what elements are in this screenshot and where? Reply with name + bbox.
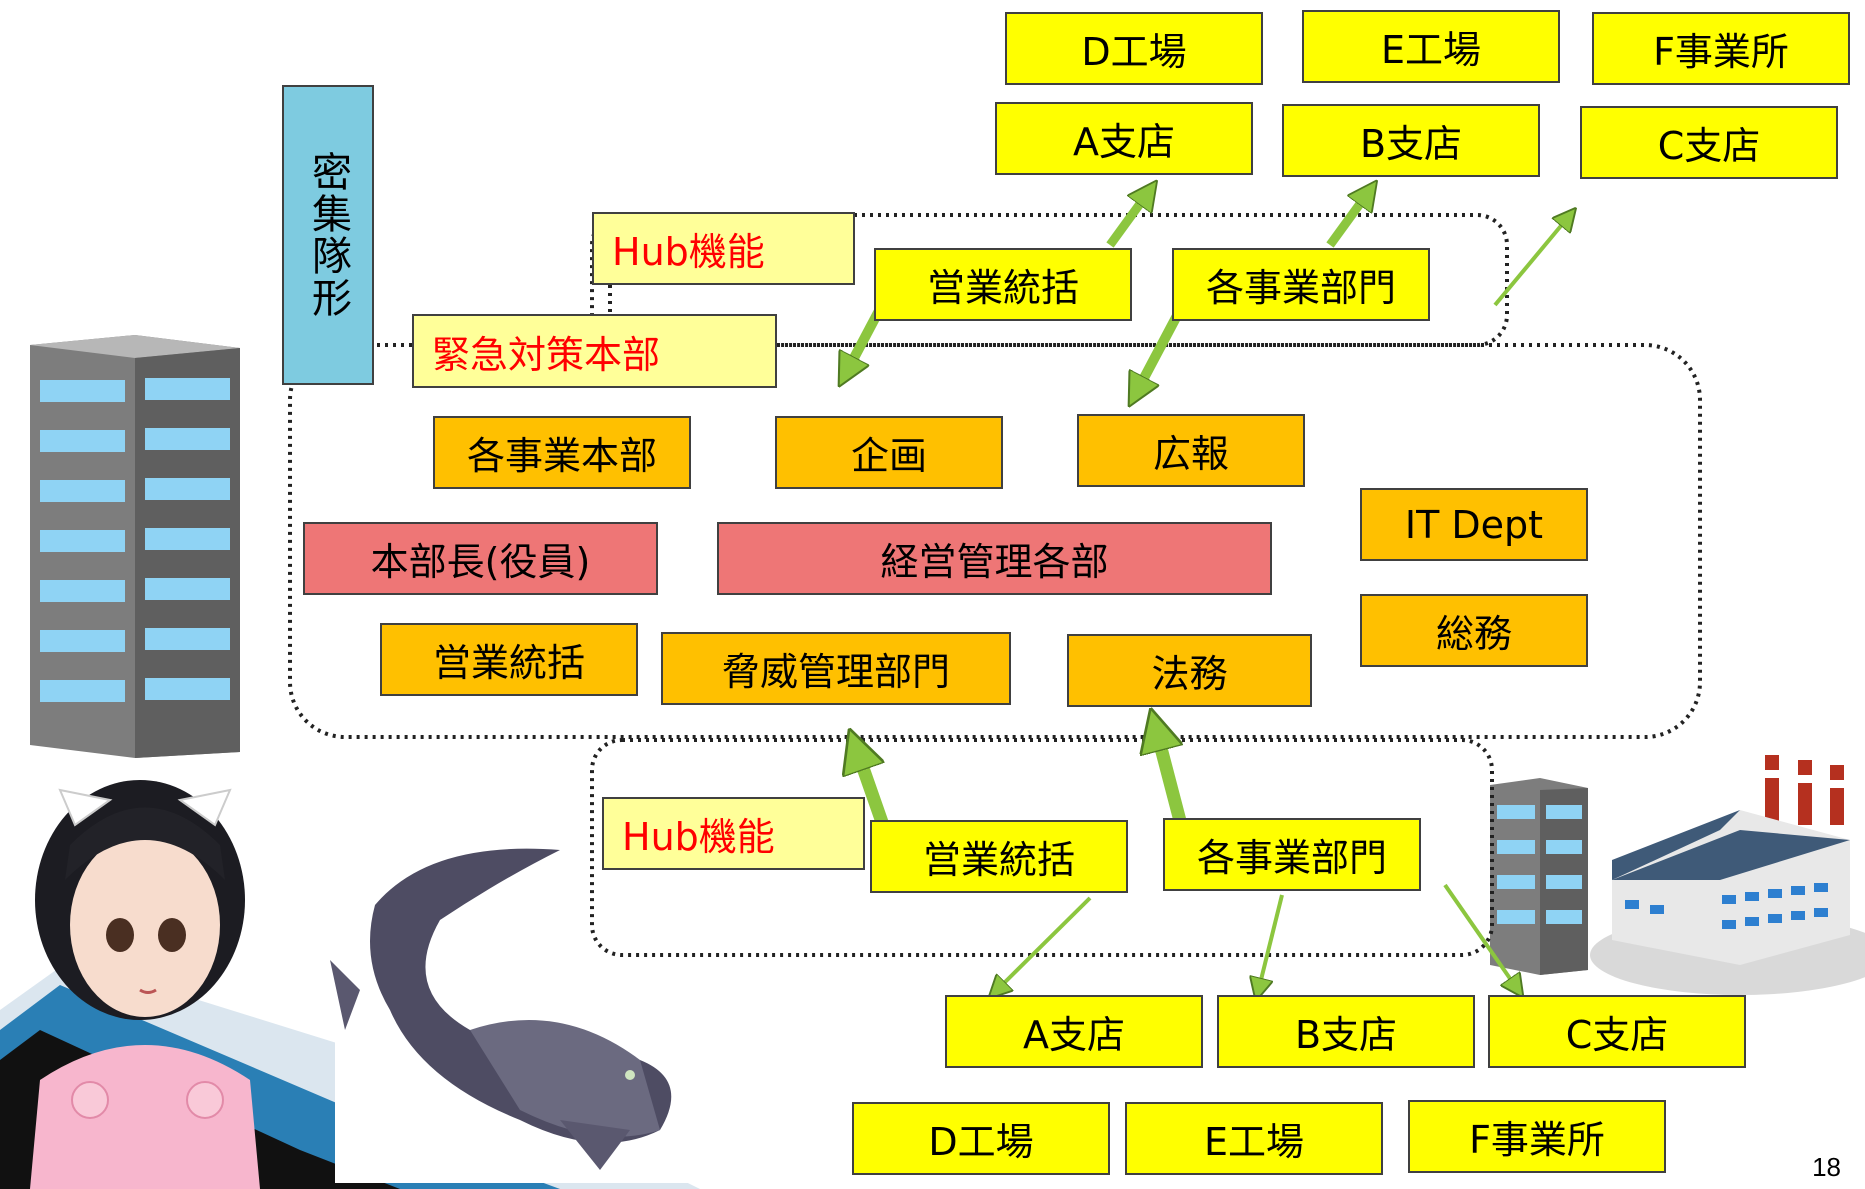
factory-building-icon [1490,755,1865,995]
hub-top-region [590,213,1509,347]
office-building-icon [30,335,240,758]
arrow-to-top-c [1493,215,1570,307]
page-number: 18 [1812,1152,1841,1182]
arrow-to-top-a [1106,190,1150,248]
top-branch-b: B支店 [1282,104,1540,177]
top-branch-c: C支店 [1580,106,1838,179]
dotted-boundaries [288,213,1702,957]
hq-threat-management: 脅威管理部門 [661,632,1011,705]
hq-general-affairs: 総務 [1360,594,1588,667]
hq-legal: 法務 [1067,634,1312,707]
arrow-to-top-b [1326,190,1370,248]
bottom-branch-e-factory: E工場 [1125,1102,1383,1175]
hq-it-dept: IT Dept [1360,488,1588,561]
hq-management-departments: 経営管理各部 [717,522,1272,595]
arrow-to-pr [1135,307,1185,395]
hub-top-sales: 営業統括 [874,248,1132,321]
arrow-to-bottom-c [1443,883,1518,990]
bottom-branch-d-factory: D工場 [852,1102,1110,1175]
top-branch-a: A支店 [995,102,1253,175]
dense-formation-text: 密集隊形 [305,151,351,319]
girl-character-illustration [30,780,260,1189]
arrow-to-bottom-a [995,896,1092,992]
top-branch-d-factory: D工場 [1005,12,1263,85]
hq-business-headquarters: 各事業本部 [433,416,691,489]
hub-bottom-divisions: 各事業部門 [1163,818,1421,891]
hq-public-relations: 広報 [1077,414,1305,487]
bottom-branch-c: C支店 [1488,995,1746,1068]
hub-function-label-bottom: Hub機能 [602,797,865,870]
bottom-branch-b: B支店 [1217,995,1475,1068]
top-branch-f-office: F事業所 [1592,12,1850,85]
emergency-hq-label: 緊急対策本部 [412,314,777,388]
dunkleosteus-fish-illustration [330,838,690,1183]
hq-planning: 企画 [775,416,1003,489]
dense-formation-label: 密集隊形 [282,85,374,385]
headquarters-region [288,343,1702,739]
arrow-to-bottom-b [1258,894,1284,992]
hub-function-label-top: Hub機能 [592,212,855,285]
top-branch-e-factory: E工場 [1302,10,1560,83]
bottom-branch-f-office: F事業所 [1408,1100,1666,1173]
hub-bottom-sales: 営業統括 [870,820,1128,893]
bottom-branch-a: A支店 [945,995,1203,1068]
hq-division-director: 本部長(役員) [303,522,658,595]
hub-top-divisions: 各事業部門 [1172,248,1430,321]
hq-sales: 営業統括 [380,623,638,696]
